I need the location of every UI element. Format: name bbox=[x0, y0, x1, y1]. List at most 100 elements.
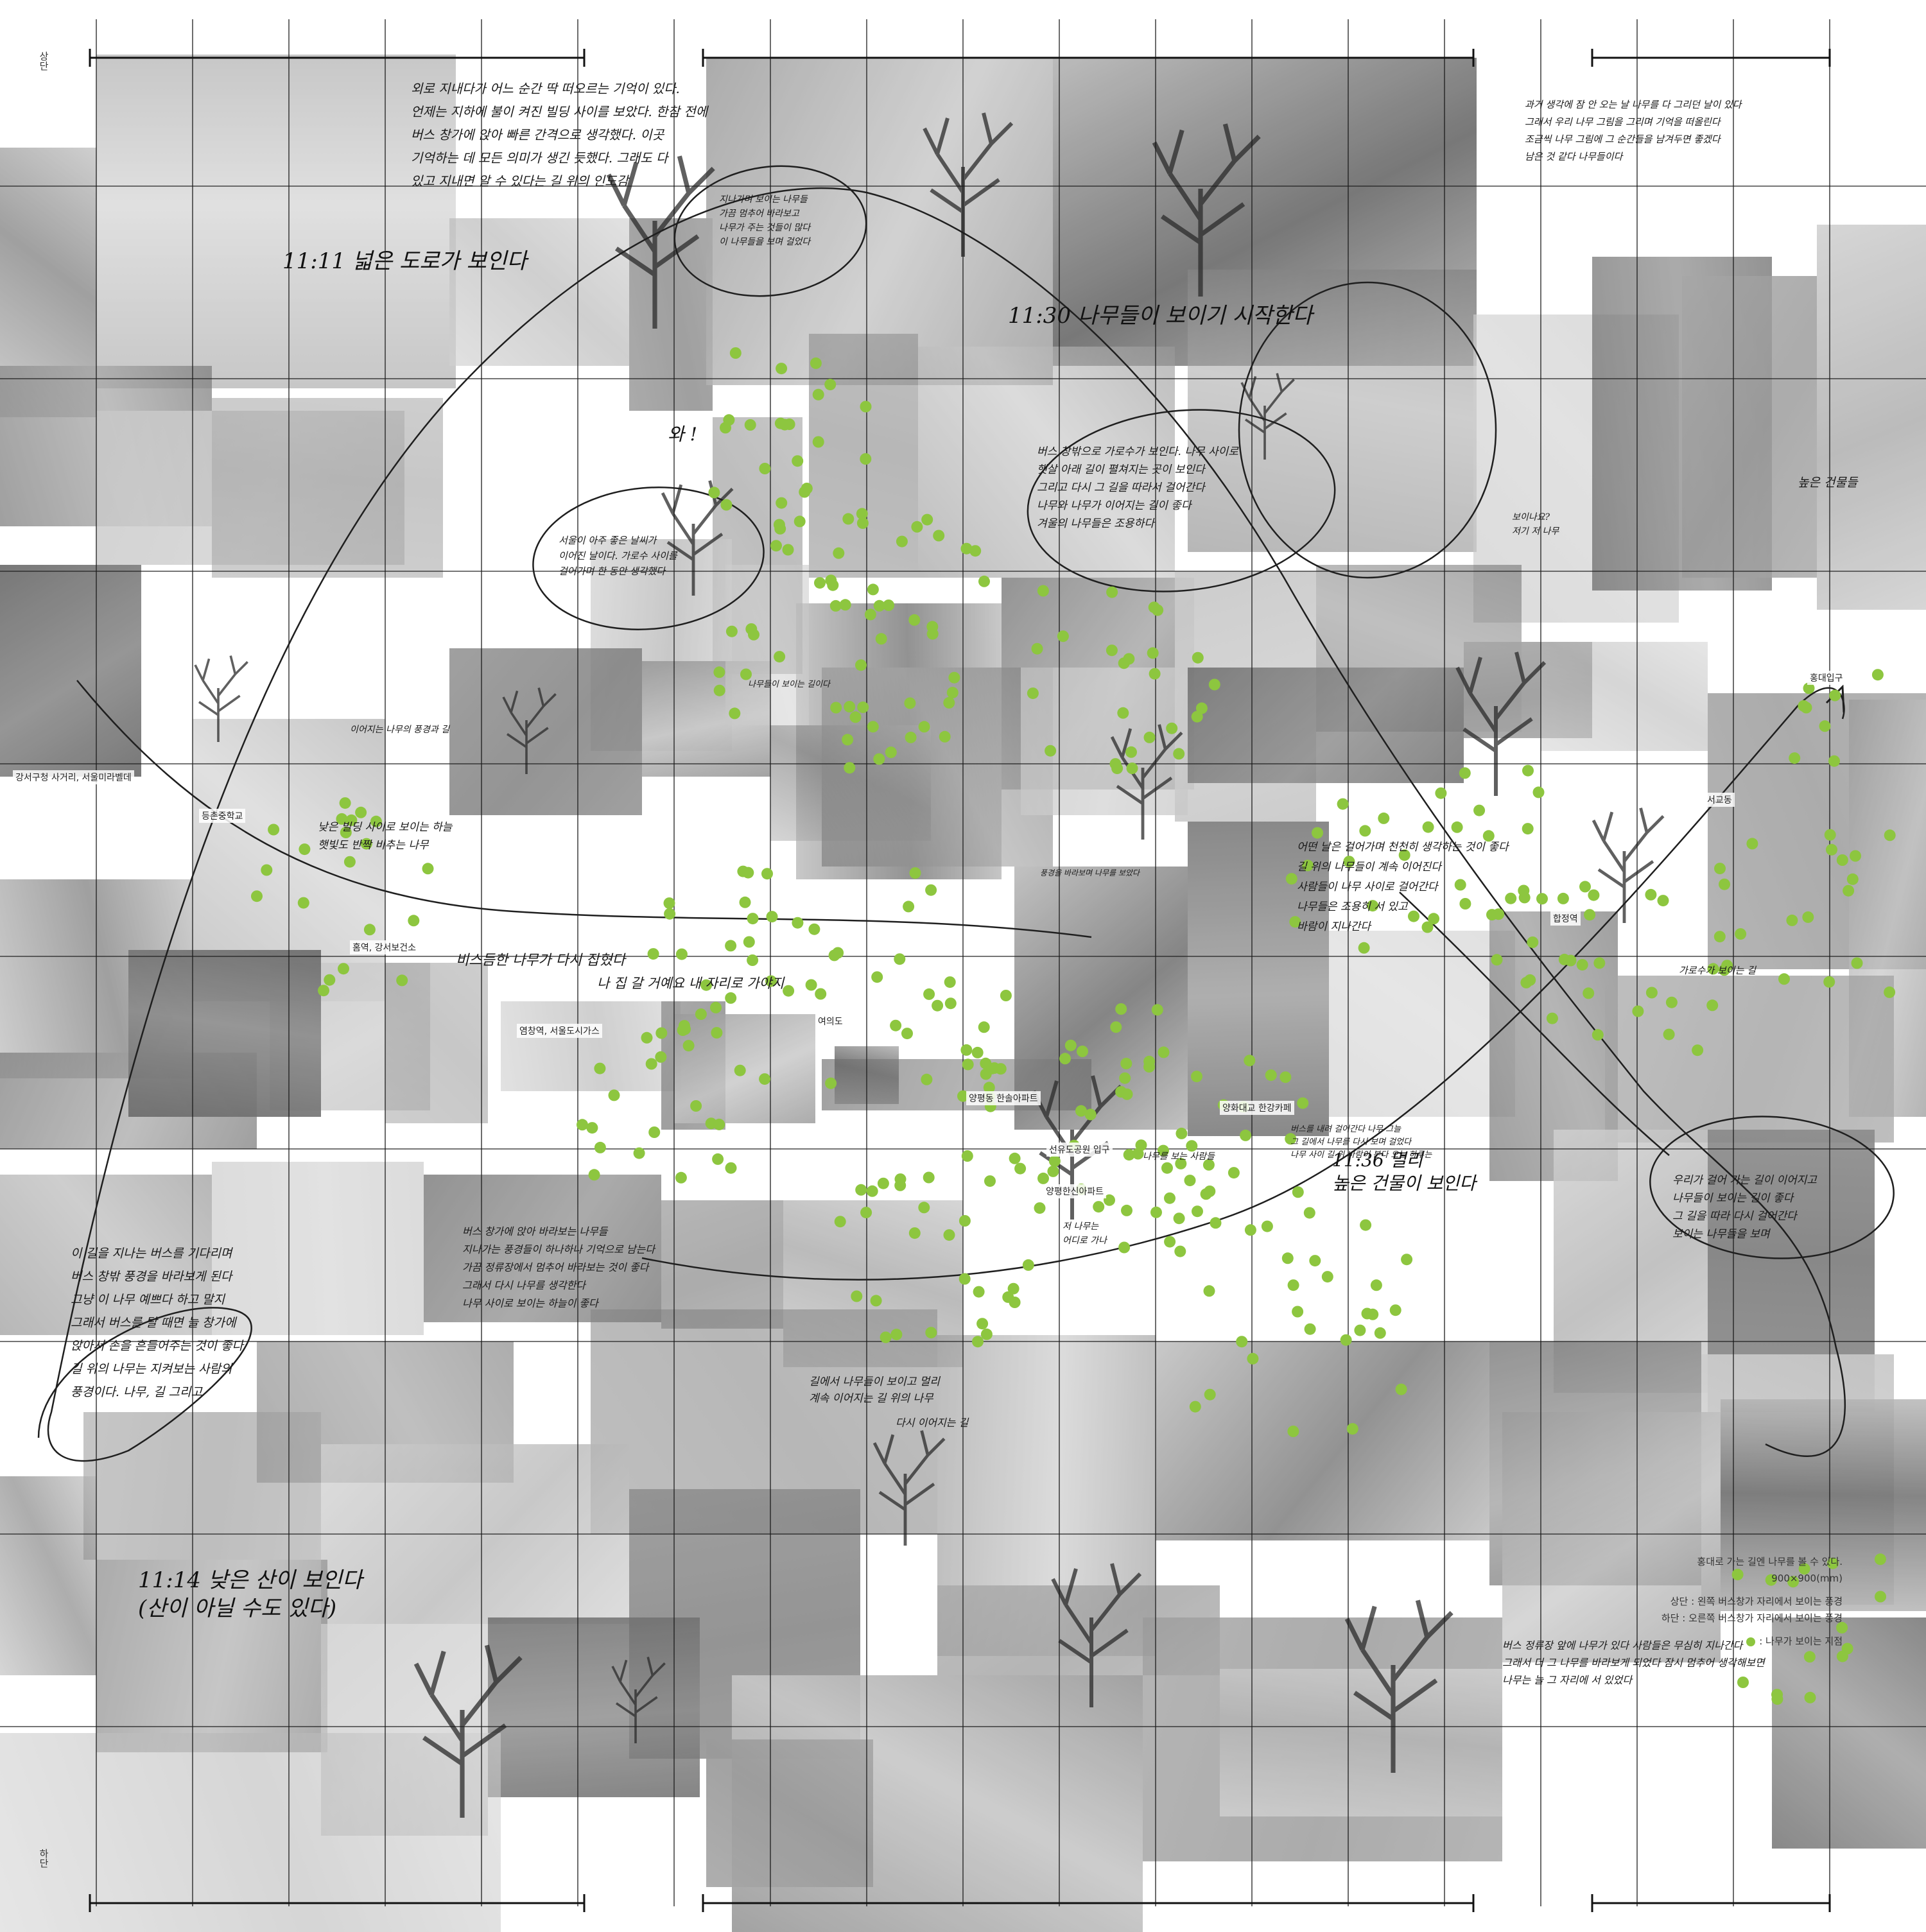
tree-visible-dot bbox=[944, 976, 956, 988]
tree-visible-dot bbox=[261, 864, 273, 876]
tree-visible-dot bbox=[422, 863, 434, 875]
tree-visible-dot bbox=[299, 843, 311, 856]
tree-visible-dot bbox=[1378, 812, 1390, 824]
tree-visible-dot bbox=[896, 535, 908, 548]
tree-visible-dot bbox=[856, 508, 868, 520]
tree-visible-dot bbox=[1592, 1029, 1604, 1041]
tree-visible-dot bbox=[1158, 1046, 1170, 1058]
tree-visible-dot bbox=[1395, 1383, 1407, 1395]
street-photo bbox=[488, 1617, 700, 1797]
short-note-3: 나 집 갈 거예요 내 자리로 가야지 bbox=[597, 976, 785, 991]
legend: 홍대로 가는 길엔 나무를 볼 수 있다. 900×900(mm) 상단 : 왼… bbox=[1661, 1553, 1843, 1650]
street-photo bbox=[1156, 1341, 1489, 1540]
tree-visible-dot bbox=[1195, 702, 1208, 714]
scale-bar bbox=[89, 1894, 586, 1912]
tree-visible-dot bbox=[1166, 722, 1178, 734]
tree-visible-dot bbox=[1343, 856, 1355, 868]
tree-visible-dot bbox=[1787, 1576, 1799, 1588]
tree-visible-dot bbox=[1261, 1220, 1273, 1232]
tree-visible-dot bbox=[908, 614, 921, 626]
tree-visible-dot bbox=[890, 1019, 902, 1031]
tree-visible-dot bbox=[1850, 850, 1861, 862]
tree-dots bbox=[251, 347, 1896, 1705]
tree-visible-dot bbox=[905, 731, 917, 743]
tree-visible-dot bbox=[770, 540, 782, 552]
tree-visible-dot bbox=[857, 701, 869, 713]
tree-visible-dot bbox=[1803, 1651, 1816, 1663]
tree-visible-dot bbox=[812, 436, 824, 448]
handwritten-note-6: 어떤 날은 걸어가며 천천히 생각하는 것이 좋다 길 위의 나무들이 계속 이… bbox=[1297, 841, 1509, 933]
tree-visible-dot bbox=[829, 599, 842, 612]
tree-visible-dot bbox=[743, 936, 755, 948]
tree-visible-dot bbox=[708, 487, 720, 499]
tree-visible-dot bbox=[1765, 1574, 1777, 1586]
tree-visible-dot bbox=[1367, 900, 1379, 912]
tree-visible-dot bbox=[1389, 1304, 1401, 1316]
tree-silhouette-icon bbox=[1592, 807, 1665, 923]
tree-visible-dot bbox=[839, 599, 851, 611]
tree-visible-dot bbox=[1110, 1021, 1122, 1033]
tree-visible-dot bbox=[1532, 786, 1545, 798]
tree-visible-dot bbox=[1057, 630, 1069, 643]
tree-visible-dot bbox=[1359, 825, 1371, 837]
tree-visible-dot bbox=[1584, 909, 1596, 921]
annotation-ellipses bbox=[532, 165, 1895, 1259]
tree-visible-dot bbox=[663, 897, 675, 910]
green-dot-icon bbox=[1746, 1637, 1756, 1646]
street-photo bbox=[212, 398, 443, 578]
tree-visible-dot bbox=[713, 1118, 725, 1130]
tree-visible-dot bbox=[971, 1046, 984, 1058]
tree-visible-dot bbox=[1210, 1217, 1222, 1229]
short-note-11: 가로수가 보이는 길 bbox=[1679, 965, 1756, 976]
street-photo bbox=[0, 565, 141, 777]
street-photo bbox=[1220, 1669, 1502, 1816]
tree-visible-dot bbox=[268, 824, 280, 836]
tree-visible-dot bbox=[901, 1028, 913, 1040]
tree-visible-dot bbox=[925, 884, 937, 896]
tree-visible-dot bbox=[812, 388, 824, 401]
tree-visible-dot bbox=[297, 897, 309, 909]
tree-visible-dot bbox=[343, 856, 356, 868]
street-photo bbox=[449, 218, 629, 366]
tree-visible-dot bbox=[825, 1077, 837, 1089]
short-note-1: 낮은 빌딩 사이로 보이는 하늘 햇빛도 반짝 비추는 나무 bbox=[318, 821, 453, 852]
handwritten-note-1: 외로 지내다가 어느 순간 딱 떠오르는 기억이 있다. 언제는 지하에 불이 … bbox=[411, 81, 708, 189]
tree-visible-dot bbox=[824, 379, 837, 391]
corner-mark-top: 상단 bbox=[38, 51, 49, 71]
tree-visible-dot bbox=[960, 1044, 973, 1056]
scale-bar bbox=[89, 49, 586, 67]
tree-visible-dot bbox=[1117, 707, 1129, 719]
tree-visible-dot bbox=[1370, 1279, 1382, 1291]
tree-visible-dot bbox=[1175, 1157, 1187, 1169]
annotation-ellipse bbox=[1238, 281, 1497, 579]
tree-visible-dot bbox=[976, 1318, 989, 1330]
tree-visible-dot bbox=[324, 974, 336, 986]
tree-visible-dot bbox=[1191, 711, 1203, 723]
tree-visible-dot bbox=[978, 575, 990, 587]
annotation-ellipse bbox=[1649, 1116, 1895, 1259]
tree-visible-dot bbox=[1836, 1621, 1848, 1634]
grid-lines bbox=[0, 19, 1926, 1906]
tree-visible-dot bbox=[712, 1153, 724, 1165]
place-label-yanghwa: 양화대교 한강카페 bbox=[1220, 1101, 1294, 1115]
tree-visible-dot bbox=[943, 696, 955, 709]
street-photo bbox=[725, 565, 809, 725]
short-note-8: 나무를 보는 사람들 bbox=[1143, 1151, 1215, 1162]
tree-visible-dot bbox=[1304, 1323, 1316, 1335]
tree-visible-dot bbox=[994, 1063, 1007, 1075]
tree-visible-dot bbox=[1111, 763, 1124, 775]
tree-visible-dot bbox=[873, 753, 885, 765]
street-photo bbox=[1541, 642, 1708, 751]
tree-visible-dot bbox=[1593, 957, 1606, 969]
tree-visible-dot bbox=[713, 666, 725, 678]
tree-visible-dot bbox=[690, 1100, 702, 1112]
tree-visible-dot bbox=[1149, 668, 1161, 680]
tree-visible-dot bbox=[1505, 892, 1517, 904]
tree-visible-dot bbox=[1302, 859, 1314, 872]
tree-visible-dot bbox=[594, 1062, 606, 1074]
tree-visible-dot bbox=[946, 687, 959, 699]
tree-visible-dot bbox=[871, 971, 883, 983]
legend-bottom-row: 하단 : 오른쪽 버스창가 자리에서 보이는 풍경 bbox=[1661, 1612, 1843, 1624]
